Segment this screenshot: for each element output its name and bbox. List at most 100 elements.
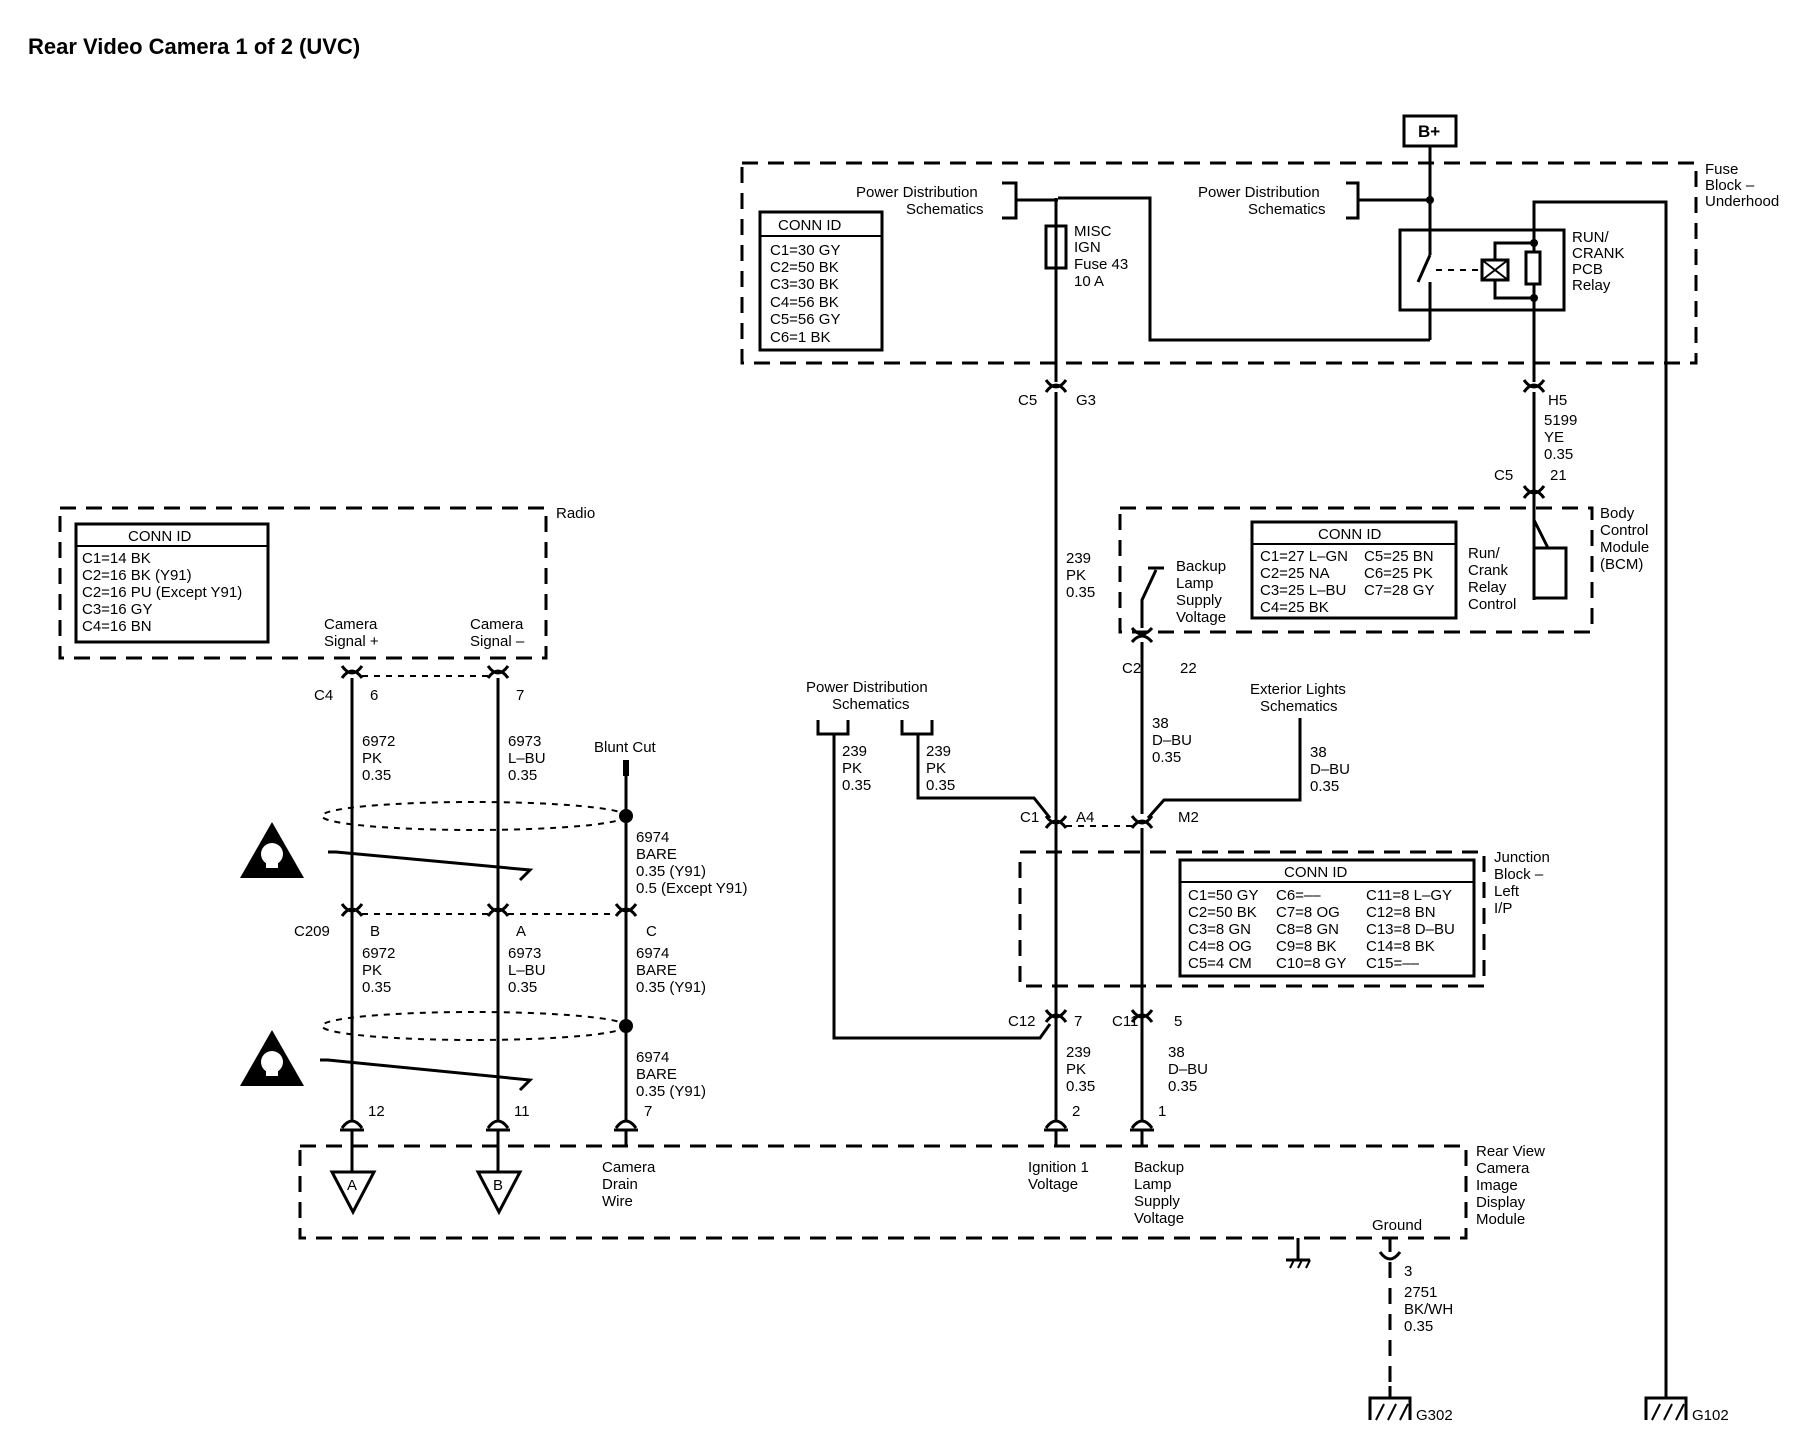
svg-text:G102: G102 (1692, 1407, 1729, 1424)
fuse-43: MISC IGN Fuse 43 10 A (1044, 198, 1128, 382)
svg-text:Left: Left (1494, 883, 1520, 900)
fuse-block-conn-id: CONN ID C1=30 GY C2=50 BK C3=30 BK C4=56… (758, 210, 884, 352)
power-distribution-ref-mid: Power Distribution Schematics 239 PK 0.3… (806, 679, 1052, 1040)
svg-text:6974: 6974 (636, 1049, 669, 1066)
svg-text:C209: C209 (294, 923, 330, 940)
svg-text:BK/WH: BK/WH (1404, 1301, 1453, 1318)
ground-g302-icon: G302 (1368, 1386, 1453, 1424)
svg-text:C4=16 BN: C4=16 BN (82, 618, 152, 635)
power-distribution-ref-right: Power Distribution Schematics (1198, 181, 1430, 220)
svg-text:BARE: BARE (636, 1066, 677, 1083)
svg-text:Drain: Drain (602, 1176, 638, 1193)
wire-38-bot-label: 38 D–BU 0.35 (1168, 1044, 1208, 1095)
svg-text:PK: PK (842, 760, 862, 777)
svg-text:0.35: 0.35 (1066, 1078, 1095, 1095)
svg-text:C6=––: C6=–– (1276, 887, 1321, 904)
shielded-twisted-pair-top (321, 801, 627, 882)
svg-text:C: C (646, 923, 657, 940)
svg-text:C5=56 GY: C5=56 GY (770, 311, 840, 328)
svg-text:C5: C5 (1018, 392, 1037, 409)
svg-text:L–BU: L–BU (508, 962, 546, 979)
svg-text:Camera: Camera (1476, 1160, 1530, 1177)
svg-text:Power Distribution: Power Distribution (806, 679, 928, 696)
svg-text:38: 38 (1168, 1044, 1185, 1061)
svg-text:6973: 6973 (508, 945, 541, 962)
svg-text:B: B (370, 923, 380, 940)
svg-text:Backup: Backup (1176, 558, 1226, 575)
svg-text:0.35 (Y91): 0.35 (Y91) (636, 863, 706, 880)
svg-text:Ground: Ground (1372, 1217, 1422, 1234)
svg-text:RUN/: RUN/ (1572, 229, 1609, 246)
exterior-lights-ref: Exterior Lights Schematics 38 D–BU 0.35 (1146, 681, 1350, 819)
svg-text:Image: Image (1476, 1177, 1518, 1194)
svg-text:0.5 (Except Y91): 0.5 (Except Y91) (636, 880, 747, 897)
svg-text:B+: B+ (1418, 122, 1440, 141)
svg-text:Schematics: Schematics (1248, 201, 1326, 218)
svg-text:Supply: Supply (1176, 592, 1222, 609)
caution-icon (240, 1030, 304, 1086)
svg-text:11: 11 (514, 1103, 530, 1120)
svg-text:Signal +: Signal + (324, 633, 379, 650)
svg-text:C1=30 GY: C1=30 GY (770, 242, 840, 259)
svg-text:CONN ID: CONN ID (1284, 864, 1348, 881)
svg-text:Run/: Run/ (1468, 545, 1501, 562)
svg-text:6972: 6972 (362, 733, 395, 750)
svg-text:I/P: I/P (1494, 900, 1512, 917)
wire-6972-top-label: 6972 PK 0.35 (362, 733, 395, 784)
svg-text:C1=50 GY: C1=50 GY (1188, 887, 1258, 904)
connector-c5-g3: C5 G3 (1018, 379, 1096, 409)
connector-h5: H5 (1522, 379, 1567, 409)
svg-text:6972: 6972 (362, 945, 395, 962)
svg-text:C4: C4 (314, 687, 333, 704)
wire-239-bot-label: 239 PK 0.35 (1066, 1044, 1095, 1095)
svg-text:Module: Module (1476, 1211, 1525, 1228)
svg-text:C4=56 BK: C4=56 BK (770, 294, 839, 311)
svg-text:H5: H5 (1548, 392, 1567, 409)
module-pin-connectors: 12 11 7 2 1 (340, 1103, 1166, 1172)
svg-text:Lamp: Lamp (1176, 575, 1214, 592)
wire-5199-label: 5199 YE 0.35 (1544, 412, 1577, 463)
svg-text:M2: M2 (1178, 809, 1199, 826)
svg-text:PK: PK (362, 962, 382, 979)
chassis-ground-icon (1286, 1238, 1311, 1269)
connector-c4: C4 6 7 (314, 665, 524, 704)
svg-text:Camera: Camera (324, 616, 378, 633)
bcm-conn-id: CONN ID C1=27 L–GN C2=25 NA C3=25 L–BU C… (1250, 520, 1458, 620)
svg-text:Signal –: Signal – (470, 633, 525, 650)
svg-text:Blunt Cut: Blunt Cut (594, 739, 657, 756)
svg-text:Rear View: Rear View (1476, 1143, 1545, 1160)
svg-text:Schematics: Schematics (832, 696, 910, 713)
wire-6974-top-label: 6974 BARE 0.35 (Y91) 0.5 (Except Y91) (636, 829, 747, 897)
svg-text:C4=8 OG: C4=8 OG (1188, 938, 1252, 955)
svg-text:C2=50 BK: C2=50 BK (1188, 904, 1257, 921)
svg-text:C1=27 L–GN: C1=27 L–GN (1260, 548, 1348, 565)
body-control-module: Body Control Module (BCM) CONN ID C1=27 … (1118, 500, 1649, 634)
svg-text:22: 22 (1180, 660, 1197, 677)
svg-text:0.35: 0.35 (1404, 1318, 1433, 1335)
svg-text:B: B (493, 1177, 503, 1194)
svg-text:C3=25 L–BU: C3=25 L–BU (1260, 582, 1346, 599)
svg-text:Lamp: Lamp (1134, 1176, 1172, 1193)
svg-text:Fuse 43: Fuse 43 (1074, 256, 1128, 273)
ground-g102-icon: G102 (1644, 1396, 1729, 1424)
svg-text:12: 12 (368, 1103, 385, 1120)
svg-text:Power Distribution: Power Distribution (856, 184, 978, 201)
flag-a: A (329, 1170, 377, 1216)
svg-text:Supply: Supply (1134, 1193, 1180, 1210)
svg-text:BARE: BARE (636, 962, 677, 979)
svg-text:C4=25 BK: C4=25 BK (1260, 599, 1329, 616)
svg-text:1: 1 (1158, 1103, 1166, 1120)
svg-text:0.35 (Y91): 0.35 (Y91) (636, 979, 706, 996)
svg-text:C5=25 BN: C5=25 BN (1364, 548, 1434, 565)
svg-text:C6=1 BK: C6=1 BK (770, 329, 830, 346)
junction-block-left-ip: Junction Block – Left I/P CONN ID C1=50 … (1018, 849, 1550, 988)
svg-text:C2=16 BK (Y91): C2=16 BK (Y91) (82, 567, 192, 584)
svg-text:Block –: Block – (1494, 866, 1544, 883)
run-crank-relay: RUN/ CRANK PCB Relay (1398, 228, 1625, 340)
svg-text:C13=8 D–BU: C13=8 D–BU (1366, 921, 1455, 938)
svg-text:G302: G302 (1416, 1407, 1453, 1424)
svg-text:Radio: Radio (556, 505, 595, 522)
svg-text:2751: 2751 (1404, 1284, 1437, 1301)
svg-text:0.35: 0.35 (842, 777, 871, 794)
